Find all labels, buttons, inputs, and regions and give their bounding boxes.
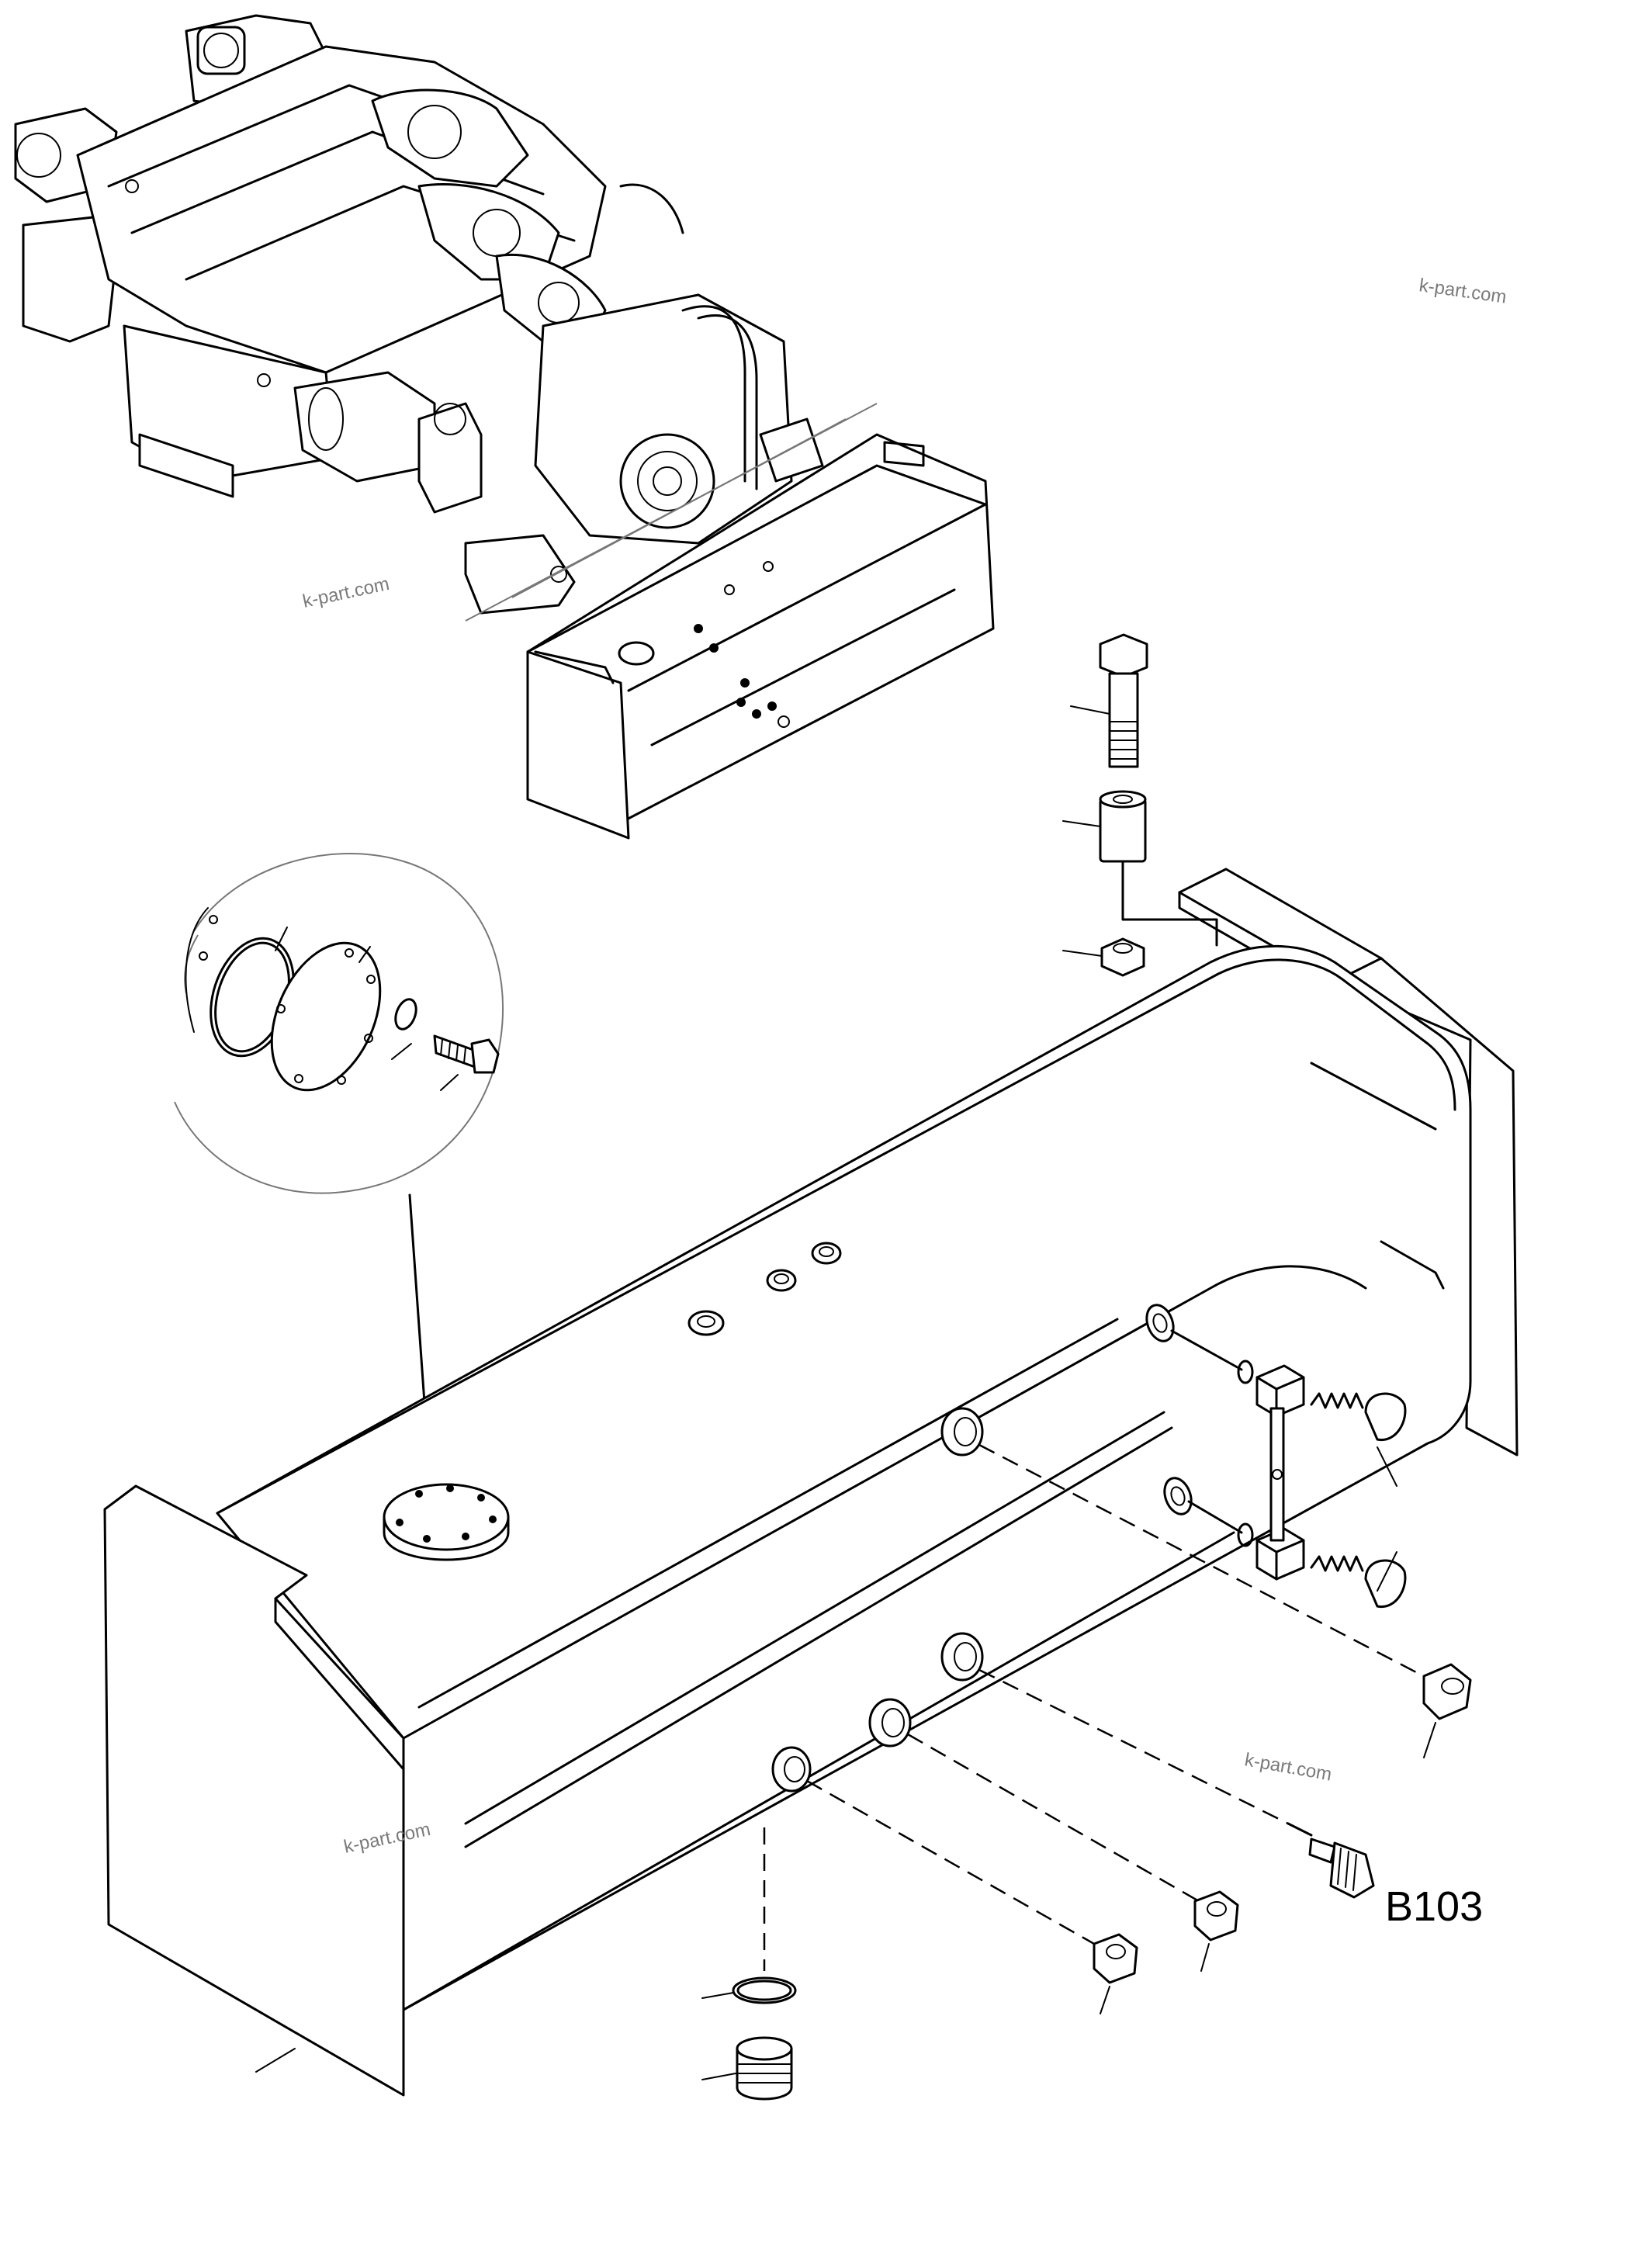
- small-fuel-tank-overview: [465, 403, 995, 840]
- front-bosses: [771, 1407, 984, 1793]
- top-bosses: [687, 1242, 842, 1336]
- inspection-cover-detail: [174, 853, 504, 1491]
- plug-left: [1093, 1933, 1138, 2014]
- level-sensor-b103: [1287, 1822, 1375, 1899]
- watermark-top-right: k-part.com: [1418, 275, 1508, 308]
- dashed-assembly-lines: [763, 1443, 1417, 1971]
- watermark-lower-right: k-part.com: [1243, 1749, 1333, 1785]
- plug-middle: [1193, 1890, 1239, 1972]
- main-fuel-tank: [103, 868, 1519, 2097]
- drain-plug: [701, 1976, 797, 2101]
- mounting-bolt-stack: [1062, 633, 1218, 977]
- sensor-callout-label: B103: [1385, 1883, 1483, 1930]
- watermark-upper-left: k-part.com: [301, 573, 391, 612]
- sight-gauge-assembly: [1145, 1304, 1407, 1608]
- plug-right: [1422, 1663, 1472, 1758]
- engine-assembly: [14, 14, 824, 615]
